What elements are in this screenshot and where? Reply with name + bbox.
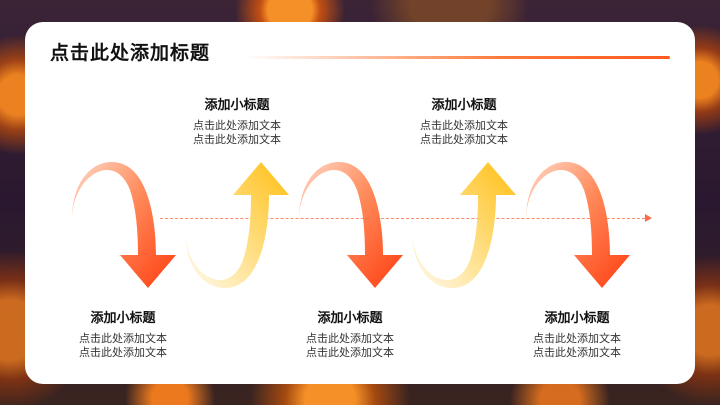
step-heading: 添加小标题 [431,98,497,113]
curved-up-arrow-2 [412,162,516,289]
step-text-line1: 点击此处添加文本 [79,332,167,345]
step-text-line2: 点击此处添加文本 [420,133,508,146]
step-text-line2: 点击此处添加文本 [306,346,394,359]
curved-up-arrow-1 [185,162,289,289]
step-text-line1: 点击此处添加文本 [533,332,621,345]
title-underline [245,56,670,59]
curved-down-arrow-2 [299,161,403,288]
step-text-line1: 点击此处添加文本 [193,119,281,132]
step-text-line2: 点击此处添加文本 [193,133,281,146]
step-1-label[interactable]: 添加小标题 点击此处添加文本 点击此处添加文本 [53,307,193,360]
timeline-arrowhead [645,214,652,222]
curved-down-arrow-3 [526,161,630,288]
step-3-label[interactable]: 添加小标题 点击此处添加文本 点击此处添加文本 [280,307,420,360]
step-text-line1: 点击此处添加文本 [306,332,394,345]
step-4-label[interactable]: 添加小标题 点击此处添加文本 点击此处添加文本 [394,94,534,147]
step-2-label[interactable]: 添加小标题 点击此处添加文本 点击此处添加文本 [167,94,307,147]
step-heading: 添加小标题 [544,311,610,326]
step-5-label[interactable]: 添加小标题 点击此处添加文本 点击此处添加文本 [507,307,647,360]
step-text-line1: 点击此处添加文本 [420,119,508,132]
step-heading: 添加小标题 [204,98,270,113]
timeline-dashed-line [160,218,650,219]
slide-title[interactable]: 点击此处添加标题 [50,42,211,64]
step-text-line2: 点击此处添加文本 [533,346,621,359]
step-text-line2: 点击此处添加文本 [79,346,167,359]
step-heading: 添加小标题 [317,311,383,326]
step-heading: 添加小标题 [90,311,156,326]
curved-down-arrow-1 [72,161,176,288]
